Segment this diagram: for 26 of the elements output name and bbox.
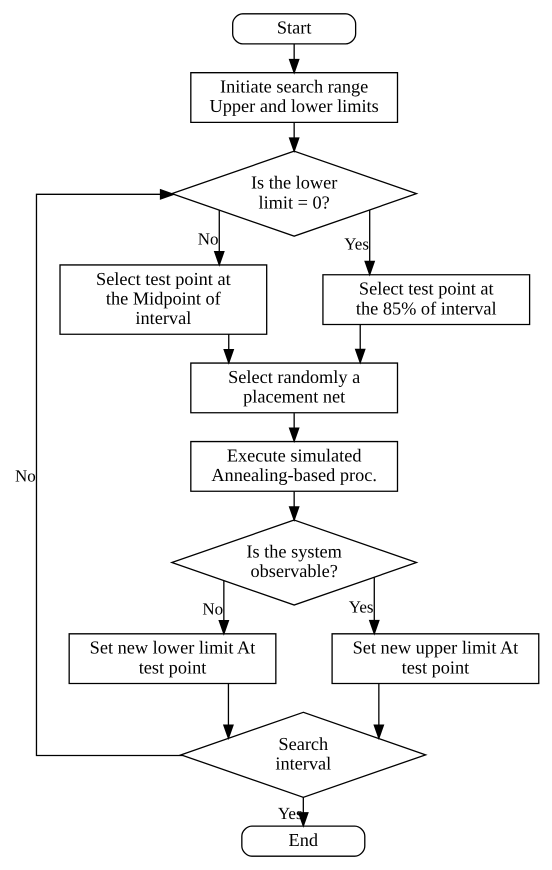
node-diamond: Search interval <box>178 712 428 798</box>
node-box: Select test point at the Midpoint of interval <box>58 264 267 335</box>
arrow <box>288 413 300 444</box>
arrow <box>288 44 300 75</box>
arrow <box>372 684 384 740</box>
edge-label: Yes <box>344 234 368 254</box>
arrow <box>213 210 224 267</box>
arrow <box>35 188 182 756</box>
arrow <box>288 492 300 522</box>
node-box: Set new upper limit At test point <box>330 633 539 684</box>
node-box: Start <box>232 13 356 45</box>
arrow <box>354 324 366 364</box>
node-box: Initiate search range Upper and lower limits <box>190 72 398 124</box>
node-box: Set new lower limit At test point <box>68 633 276 684</box>
arrow <box>222 334 234 365</box>
node-box: Select randomly a placement net <box>190 362 398 414</box>
arrow <box>218 580 229 636</box>
arrow <box>368 578 380 636</box>
arrow <box>364 210 375 276</box>
node-box: Select test point at the 85% of interval <box>322 274 530 326</box>
edge-label: No <box>14 466 36 486</box>
arrow <box>222 684 234 740</box>
arrow <box>288 122 300 154</box>
node-box: End <box>240 825 365 857</box>
node-box: Execute simulated Annealing-based proc. <box>190 440 398 492</box>
arrow <box>297 797 308 828</box>
